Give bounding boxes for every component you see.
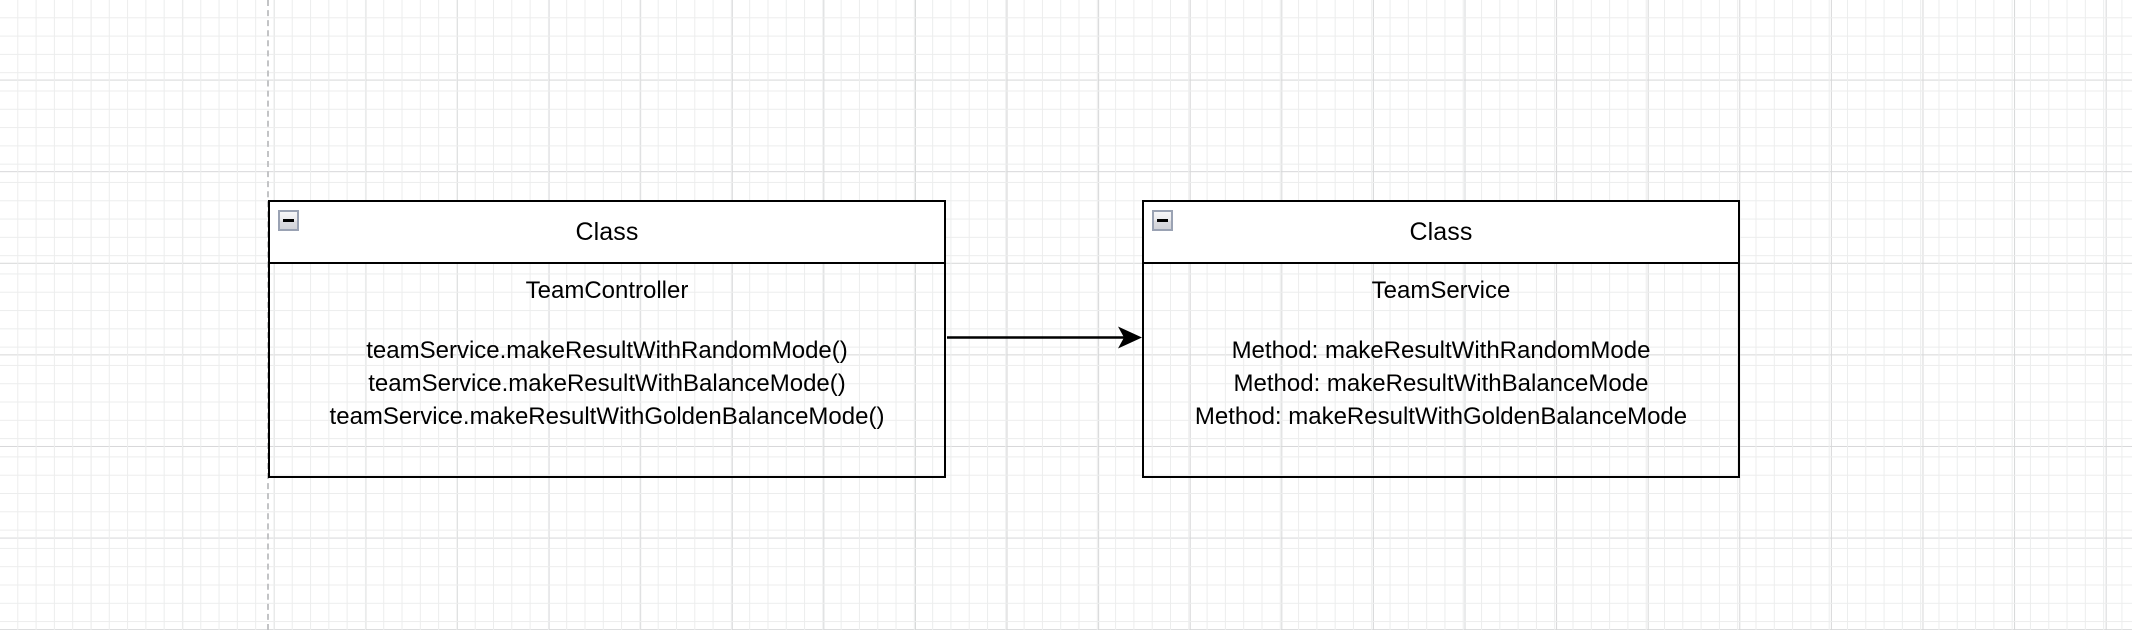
uml-class-box-team-service[interactable]: Class TeamService Method: makeResultWith… — [1142, 200, 1740, 478]
uml-member-item: Method: makeResultWithGoldenBalanceMode — [1194, 403, 1688, 431]
minus-icon[interactable] — [278, 210, 299, 231]
uml-member-item: Method: makeResultWithRandomMode — [1231, 337, 1651, 365]
association-arrow[interactable] — [940, 318, 1150, 358]
uml-class-header: Class — [270, 202, 944, 264]
uml-stereotype-label: Class — [1409, 217, 1473, 246]
uml-class-header: Class — [1144, 202, 1738, 264]
uml-member-list: Method: makeResultWithRandomMode Method:… — [1195, 334, 1687, 433]
uml-stereotype-label: Class — [575, 217, 639, 246]
uml-member-item: teamService.makeResultWithRandomMode() — [366, 337, 848, 365]
association-arrow-head — [1118, 326, 1142, 349]
minus-icon-bar — [283, 219, 294, 222]
uml-class-box-team-controller[interactable]: Class TeamController teamService.makeRes… — [268, 200, 946, 478]
uml-class-body: TeamService Method: makeResultWithRandom… — [1144, 264, 1738, 476]
uml-class-name: TeamService — [1371, 277, 1511, 304]
uml-member-list: teamService.makeResultWithRandomMode() t… — [330, 334, 885, 433]
minus-icon-bar — [1157, 219, 1168, 222]
minus-icon[interactable] — [1152, 210, 1173, 231]
uml-class-body: TeamController teamService.makeResultWit… — [270, 264, 944, 476]
uml-member-item: teamService.makeResultWithBalanceMode() — [368, 370, 846, 398]
uml-member-item: teamService.makeResultWithGoldenBalanceM… — [329, 403, 885, 431]
uml-member-item: Method: makeResultWithBalanceMode — [1233, 370, 1649, 398]
uml-class-name: TeamController — [525, 277, 689, 304]
